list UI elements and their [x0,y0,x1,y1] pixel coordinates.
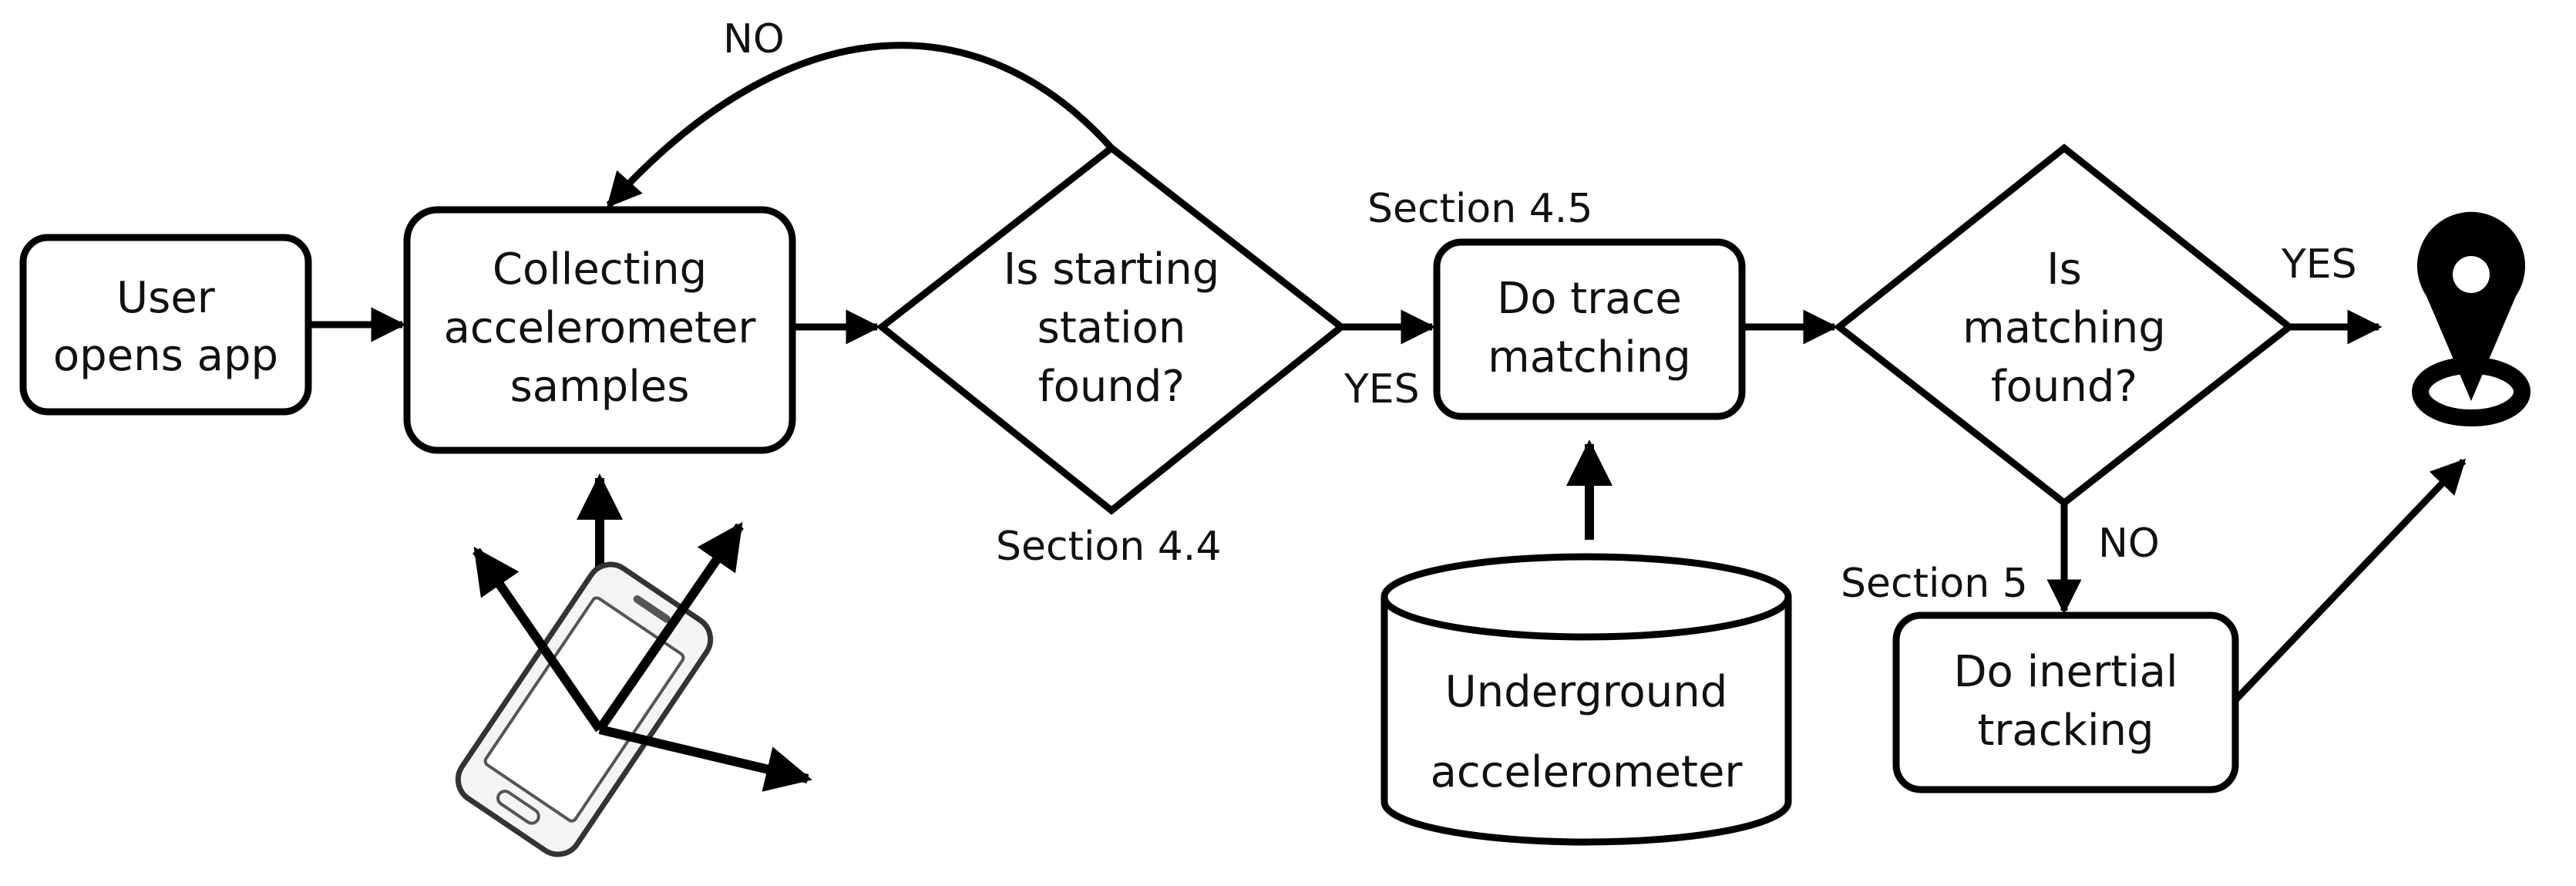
underground-accelerometer-database: Underground accelerometer [1380,553,1792,846]
yes-trace-label: YES [1343,366,1420,413]
node-text: found? [1038,362,1185,412]
node-text: tracking [1977,706,2154,756]
arrow-no-loop [606,42,1115,208]
yes-final-label: YES [2281,241,2357,288]
node-text: Is starting [1004,244,1220,295]
user-opens-app-box: User opens app [19,234,312,416]
smartphone-icon [455,522,812,857]
section-4-5-label: Section 4.5 [1367,186,1592,232]
node-text: Do inertial [1953,647,2177,697]
inertial-tracking-box: Do inertial tracking [1892,611,2239,793]
node-text: User [116,273,216,323]
node-text: accelerometer [1431,747,1744,797]
node-text: matching [1962,303,2166,353]
arrow-inertial-to-location [2232,458,2467,703]
no-inertial-label: NO [2098,520,2160,567]
location-pin-icon [2412,211,2531,426]
node-text: opens app [53,331,278,381]
node-text: Is [2046,244,2082,295]
node-text: matching [1488,332,1691,382]
node-text: Collecting [493,244,707,295]
node-text: accelerometer [444,303,757,353]
no-loop-label: NO [723,16,785,62]
collecting-samples-box: Collecting accelerometer samples [403,206,796,454]
node-text: Underground [1445,667,1728,717]
starting-station-decision: Is starting station found? [876,143,1347,515]
node-text: samples [510,362,690,412]
trace-matching-box: Do trace matching [1433,238,1746,420]
node-text: Do trace [1497,274,1682,324]
section-5-label: Section 5 [1841,561,2028,607]
section-4-4-label: Section 4.4 [996,524,1221,570]
node-text: station [1037,303,1186,353]
matching-found-decision: Is matching found? [1833,143,2295,507]
node-text: found? [1991,362,2137,412]
